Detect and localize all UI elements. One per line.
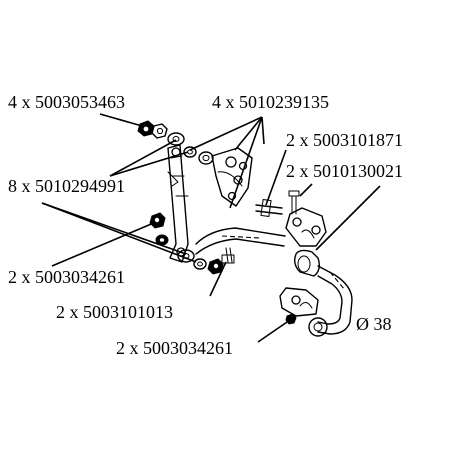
clamp-bracket-lower [279,287,319,317]
bar-bush [293,249,321,277]
anti-roll-bar [195,227,353,335]
bolt-lower [221,247,235,264]
bush-top [167,132,185,146]
bolt-horizontal [255,199,283,217]
label-bar-diameter: Ø 38 [356,314,392,334]
label-nuts-top: 4 x 5003053463 [8,92,125,112]
label-clamp-right: 2 x 5010130021 [286,161,403,181]
nut-top-2 [151,123,168,139]
bolt-vertical [288,190,300,215]
label-washers: 8 x 5010294991 [8,176,125,196]
leader-lines [41,113,381,343]
bush-top-2 [198,151,214,165]
mounting-plate [211,147,253,207]
nut-top [137,120,155,137]
label-bushes-top: 4 x 5010239135 [212,92,329,112]
label-bolt-right: 2 x 5003101871 [286,130,403,150]
washer-lower [193,258,207,270]
nut-mid [149,212,166,229]
label-bolt-bottom: 2 x 5003101013 [56,302,173,322]
bar-end-eye [308,317,328,337]
washer-mid [155,234,169,246]
drop-link [167,144,189,263]
label-nut-mid: 2 x 5003034261 [8,267,125,287]
label-nut-bottom: 2 x 5003034261 [116,338,233,358]
